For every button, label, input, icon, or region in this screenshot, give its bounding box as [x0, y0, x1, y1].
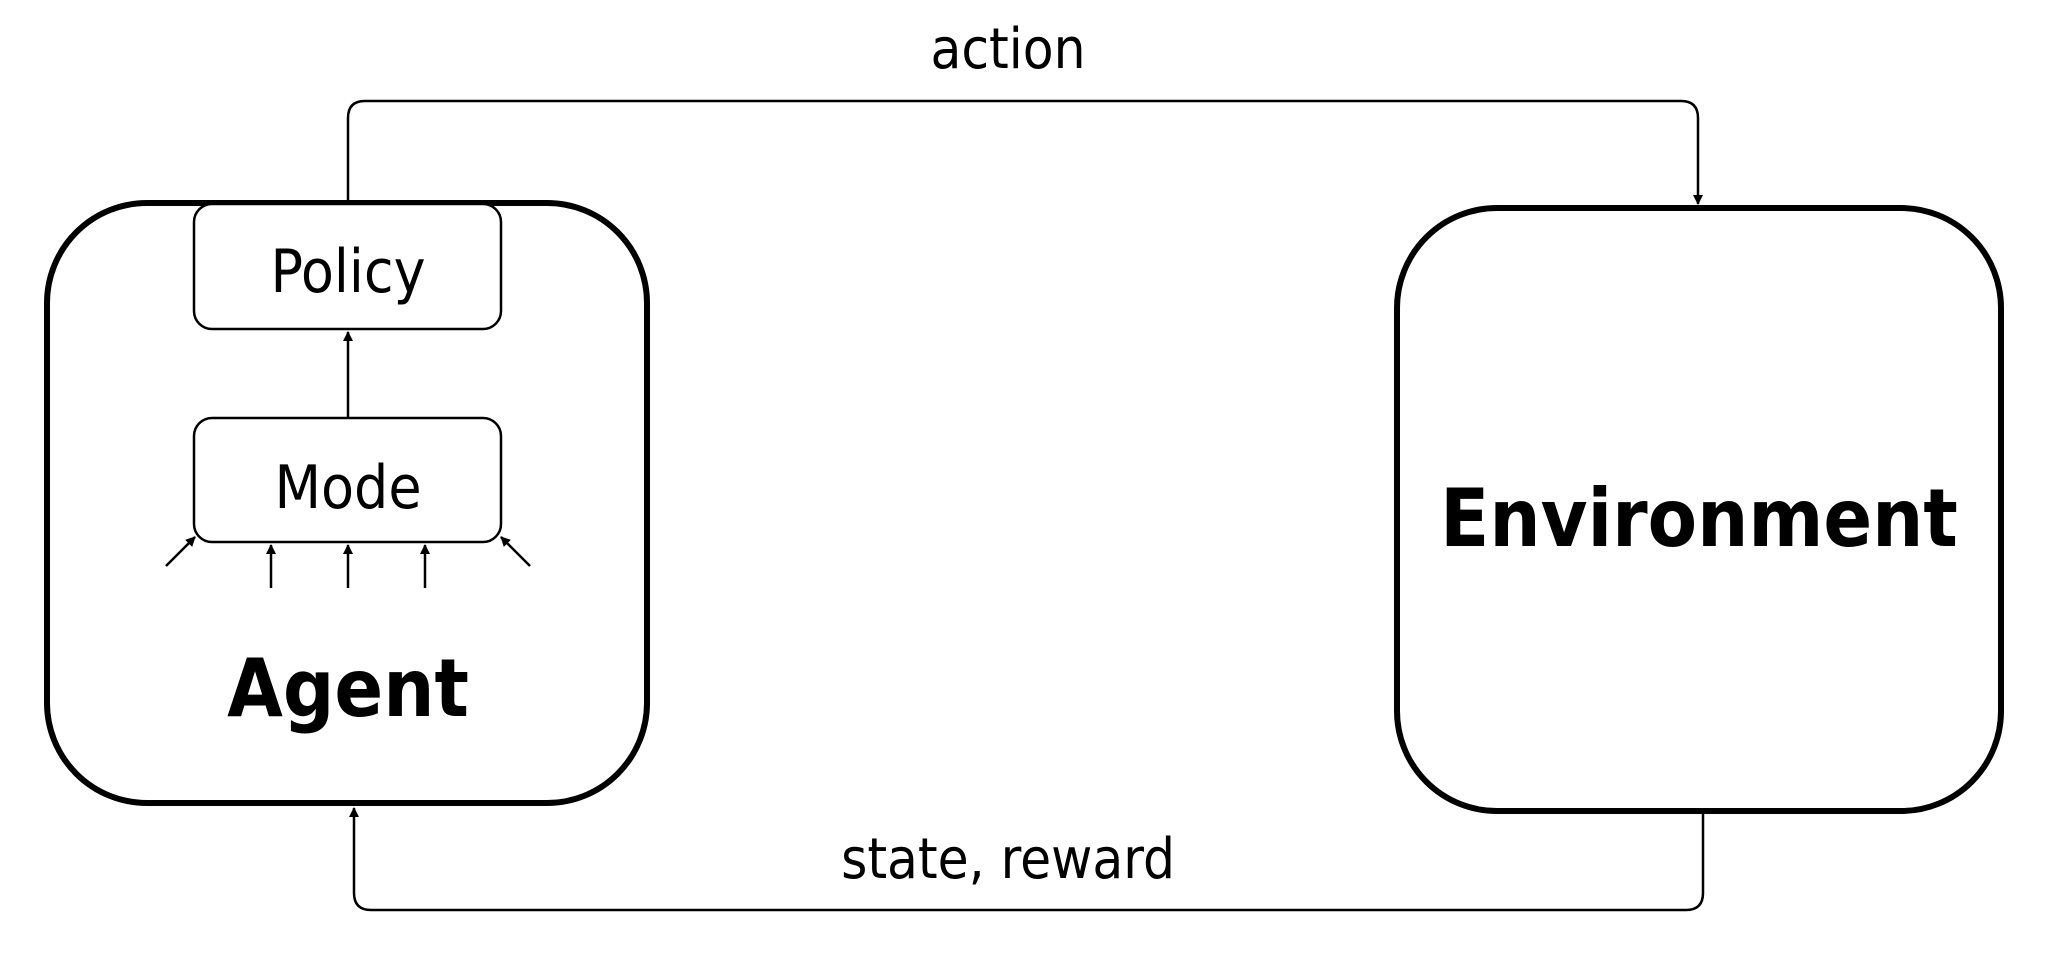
mode-input-arrow-1 [165, 536, 196, 567]
state-reward-label: state, reward [841, 827, 1175, 892]
state-reward-arrow [349, 807, 1705, 912]
environment-label: Environment [1440, 472, 1958, 565]
action-arrow [346, 99, 1703, 205]
mode-input-arrow-5 [500, 536, 531, 567]
agent-label: Agent [227, 642, 469, 735]
environment-box [1394, 205, 2004, 814]
policy-label: Policy [270, 237, 425, 307]
policy-box [192, 202, 503, 331]
action-label: action [930, 17, 1085, 82]
mode-label: Mode [274, 453, 421, 523]
